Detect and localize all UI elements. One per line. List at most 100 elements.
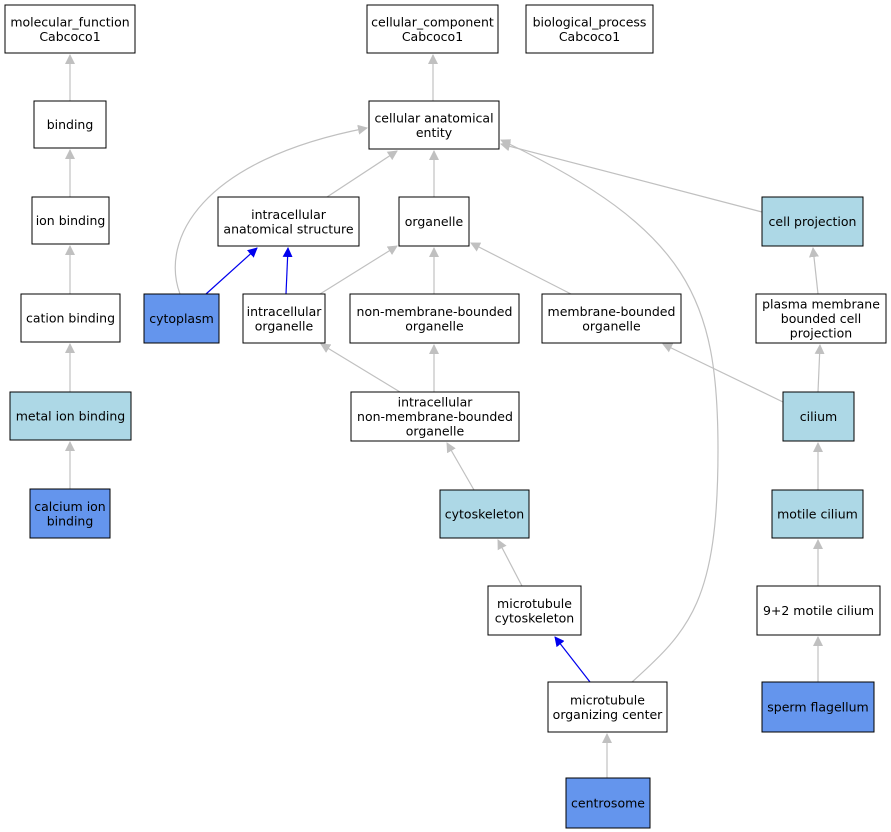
node-label-line: binding <box>47 117 94 132</box>
node-organelle[interactable]: organelle <box>398 196 470 247</box>
edge-line <box>205 247 258 295</box>
edge-line <box>554 636 591 683</box>
edge-microtubule-organizing-center-to-microtubule-cytoskeleton <box>554 636 591 683</box>
edge-line <box>320 343 401 393</box>
node-box <box>9 391 132 441</box>
node-cilium[interactable]: cilium <box>782 391 855 442</box>
edge-line <box>814 344 825 393</box>
node-label-line: intracellular <box>398 395 474 410</box>
node-cell-projection[interactable]: cell projection <box>761 196 864 247</box>
node-box <box>761 681 875 733</box>
node-box <box>487 585 582 636</box>
node-box <box>350 391 520 442</box>
node-label-line: cytoplasm <box>149 311 214 326</box>
node-label-line: organelle <box>406 424 465 439</box>
node-sperm-flagellum[interactable]: sperm flagellum <box>761 681 875 733</box>
node-label-line: anatomical structure <box>223 221 353 236</box>
node-nine-plus-two-motile-cilium[interactable]: 9+2 motile cilium <box>756 585 881 636</box>
edge-cytoplasm-to-cellular-anatomical-entity <box>174 124 368 295</box>
node-label-line: cell projection <box>769 214 857 229</box>
node-box <box>31 196 110 245</box>
edge-intracellular-organelle-to-intracellular-anatomical-structure <box>282 247 293 295</box>
node-ion-binding[interactable]: ion binding <box>31 196 110 245</box>
edge-line <box>174 124 368 295</box>
node-intracellular-non-membrane-bounded-organelle[interactable]: intracellularnon-membrane-boundedorganel… <box>350 391 520 442</box>
node-label-line: Cabcoco1 <box>559 29 620 44</box>
node-label-line: cellular_component <box>371 14 494 29</box>
node-box <box>217 196 360 247</box>
edge-line <box>319 245 398 295</box>
node-label-line: organizing center <box>553 707 663 722</box>
node-cytoskeleton[interactable]: cytoskeleton <box>439 489 530 539</box>
edge-microtubule-organizing-center-to-cellular-anatomical-entity <box>500 139 719 683</box>
edge-line <box>500 141 763 213</box>
node-box <box>439 489 530 539</box>
edge-membrane-bounded-organelle-to-organelle <box>470 242 572 295</box>
node-box <box>368 100 500 150</box>
node-metal-ion-binding[interactable]: metal ion binding <box>9 391 132 441</box>
node-label-line: bounded cell <box>781 311 861 326</box>
node-box <box>541 293 682 344</box>
node-box <box>771 489 864 539</box>
node-centrosome[interactable]: centrosome <box>565 777 651 829</box>
node-label-line: ion binding <box>36 213 106 228</box>
node-label-line: projection <box>790 326 852 341</box>
edge-cell-projection-to-cellular-anatomical-entity <box>500 141 763 213</box>
edge-intracellular-non-membrane-bounded-organelle-to-intracellular-organelle <box>320 343 401 393</box>
node-cytoplasm[interactable]: cytoplasm <box>143 293 220 344</box>
node-label-line: organelle <box>582 318 641 333</box>
node-label-line: non-membrane-bounded <box>357 409 513 424</box>
node-label-line: entity <box>416 125 453 140</box>
node-label-line: biological_process <box>533 14 647 29</box>
node-box <box>349 293 520 344</box>
node-label-line: cellular anatomical <box>374 110 493 125</box>
node-label-line: intracellular <box>247 304 323 319</box>
edge-cilium-to-membrane-bounded-organelle <box>662 343 784 403</box>
node-label-line: cation binding <box>26 311 115 326</box>
node-cation-binding[interactable]: cation binding <box>20 293 121 343</box>
node-box <box>20 293 121 343</box>
edge-line <box>662 343 784 403</box>
node-label-line: centrosome <box>571 796 645 811</box>
node-label-line: cytoskeleton <box>495 610 574 625</box>
node-label-line: membrane-bounded <box>548 304 676 319</box>
node-motile-cilium[interactable]: motile cilium <box>771 489 864 539</box>
node-label-line: organelle <box>255 318 314 333</box>
edge-intracellular-anatomical-structure-to-cellular-anatomical-entity <box>326 150 398 198</box>
node-box <box>755 293 887 344</box>
node-box <box>29 488 111 539</box>
node-label-line: organelle <box>405 214 464 229</box>
node-label-line: Cabcoco1 <box>39 29 100 44</box>
node-label-line: non-membrane-bounded <box>357 304 513 319</box>
edge-line <box>326 150 398 198</box>
node-box <box>756 585 881 636</box>
edge-line <box>497 539 523 587</box>
edge-line <box>809 247 819 295</box>
node-label-line: intracellular <box>251 207 327 222</box>
node-label-line: motile cilium <box>777 507 858 522</box>
node-binding[interactable]: binding <box>33 100 107 149</box>
node-label-line: sperm flagellum <box>767 700 868 715</box>
edge-line <box>470 242 572 295</box>
node-box <box>761 196 864 247</box>
node-label-line: microtubule <box>497 596 572 611</box>
node-box <box>782 391 855 442</box>
edge-intracellular-organelle-to-organelle <box>319 245 398 295</box>
node-label-line: organelle <box>405 318 464 333</box>
node-label-line: Cabcoco1 <box>402 29 463 44</box>
node-box <box>547 681 668 733</box>
edge-line <box>446 442 475 491</box>
